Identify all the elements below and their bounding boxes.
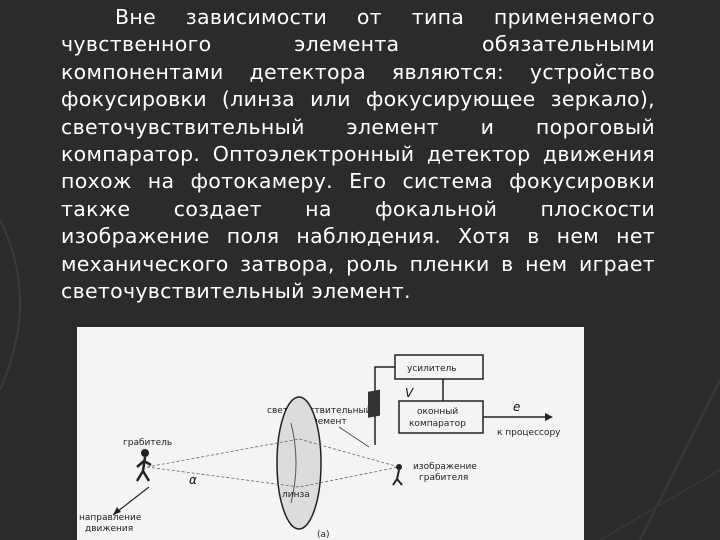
image-label-1: изображение [413,462,477,472]
direction-arrow-head [113,507,121,515]
sensor-label-2: элемент [307,417,347,427]
intruder-label: грабитель [123,438,172,448]
lens-shape [276,396,322,530]
lens-highlight [290,422,297,504]
sensor-pointer [338,426,370,448]
figure-caption: (a) [317,530,330,540]
to-processor-label: к процессору [497,428,561,438]
alpha-label: α [189,473,197,487]
intruder-image-figure [392,464,403,486]
e-label: e [513,400,520,414]
lens-label: линза [282,490,310,500]
sensor-label-1: светочувствительный [267,406,372,416]
diagram-svg: усилитель оконный компаратор V e к проце… [79,354,561,540]
output-arrow [545,413,553,421]
comparator-label-1: оконный [417,407,458,417]
image-label-2: грабителя [419,473,468,483]
sensor-element [368,389,380,418]
v-label: V [405,386,414,400]
optical-ray-bottom [146,466,400,488]
optical-ray-top [146,438,400,468]
sensor-to-amp-line [374,366,395,445]
intruder-figure [135,449,152,482]
comparator-label-2: компаратор [409,419,466,429]
motion-detector-diagram: усилитель оконный компаратор V e к проце… [77,327,584,540]
body-paragraph: Вне зависимости от типа применяемого чув… [61,5,655,304]
direction-label-1: направление [79,513,142,523]
amplifier-label: усилитель [407,364,457,374]
direction-label-2: движения [85,524,133,534]
